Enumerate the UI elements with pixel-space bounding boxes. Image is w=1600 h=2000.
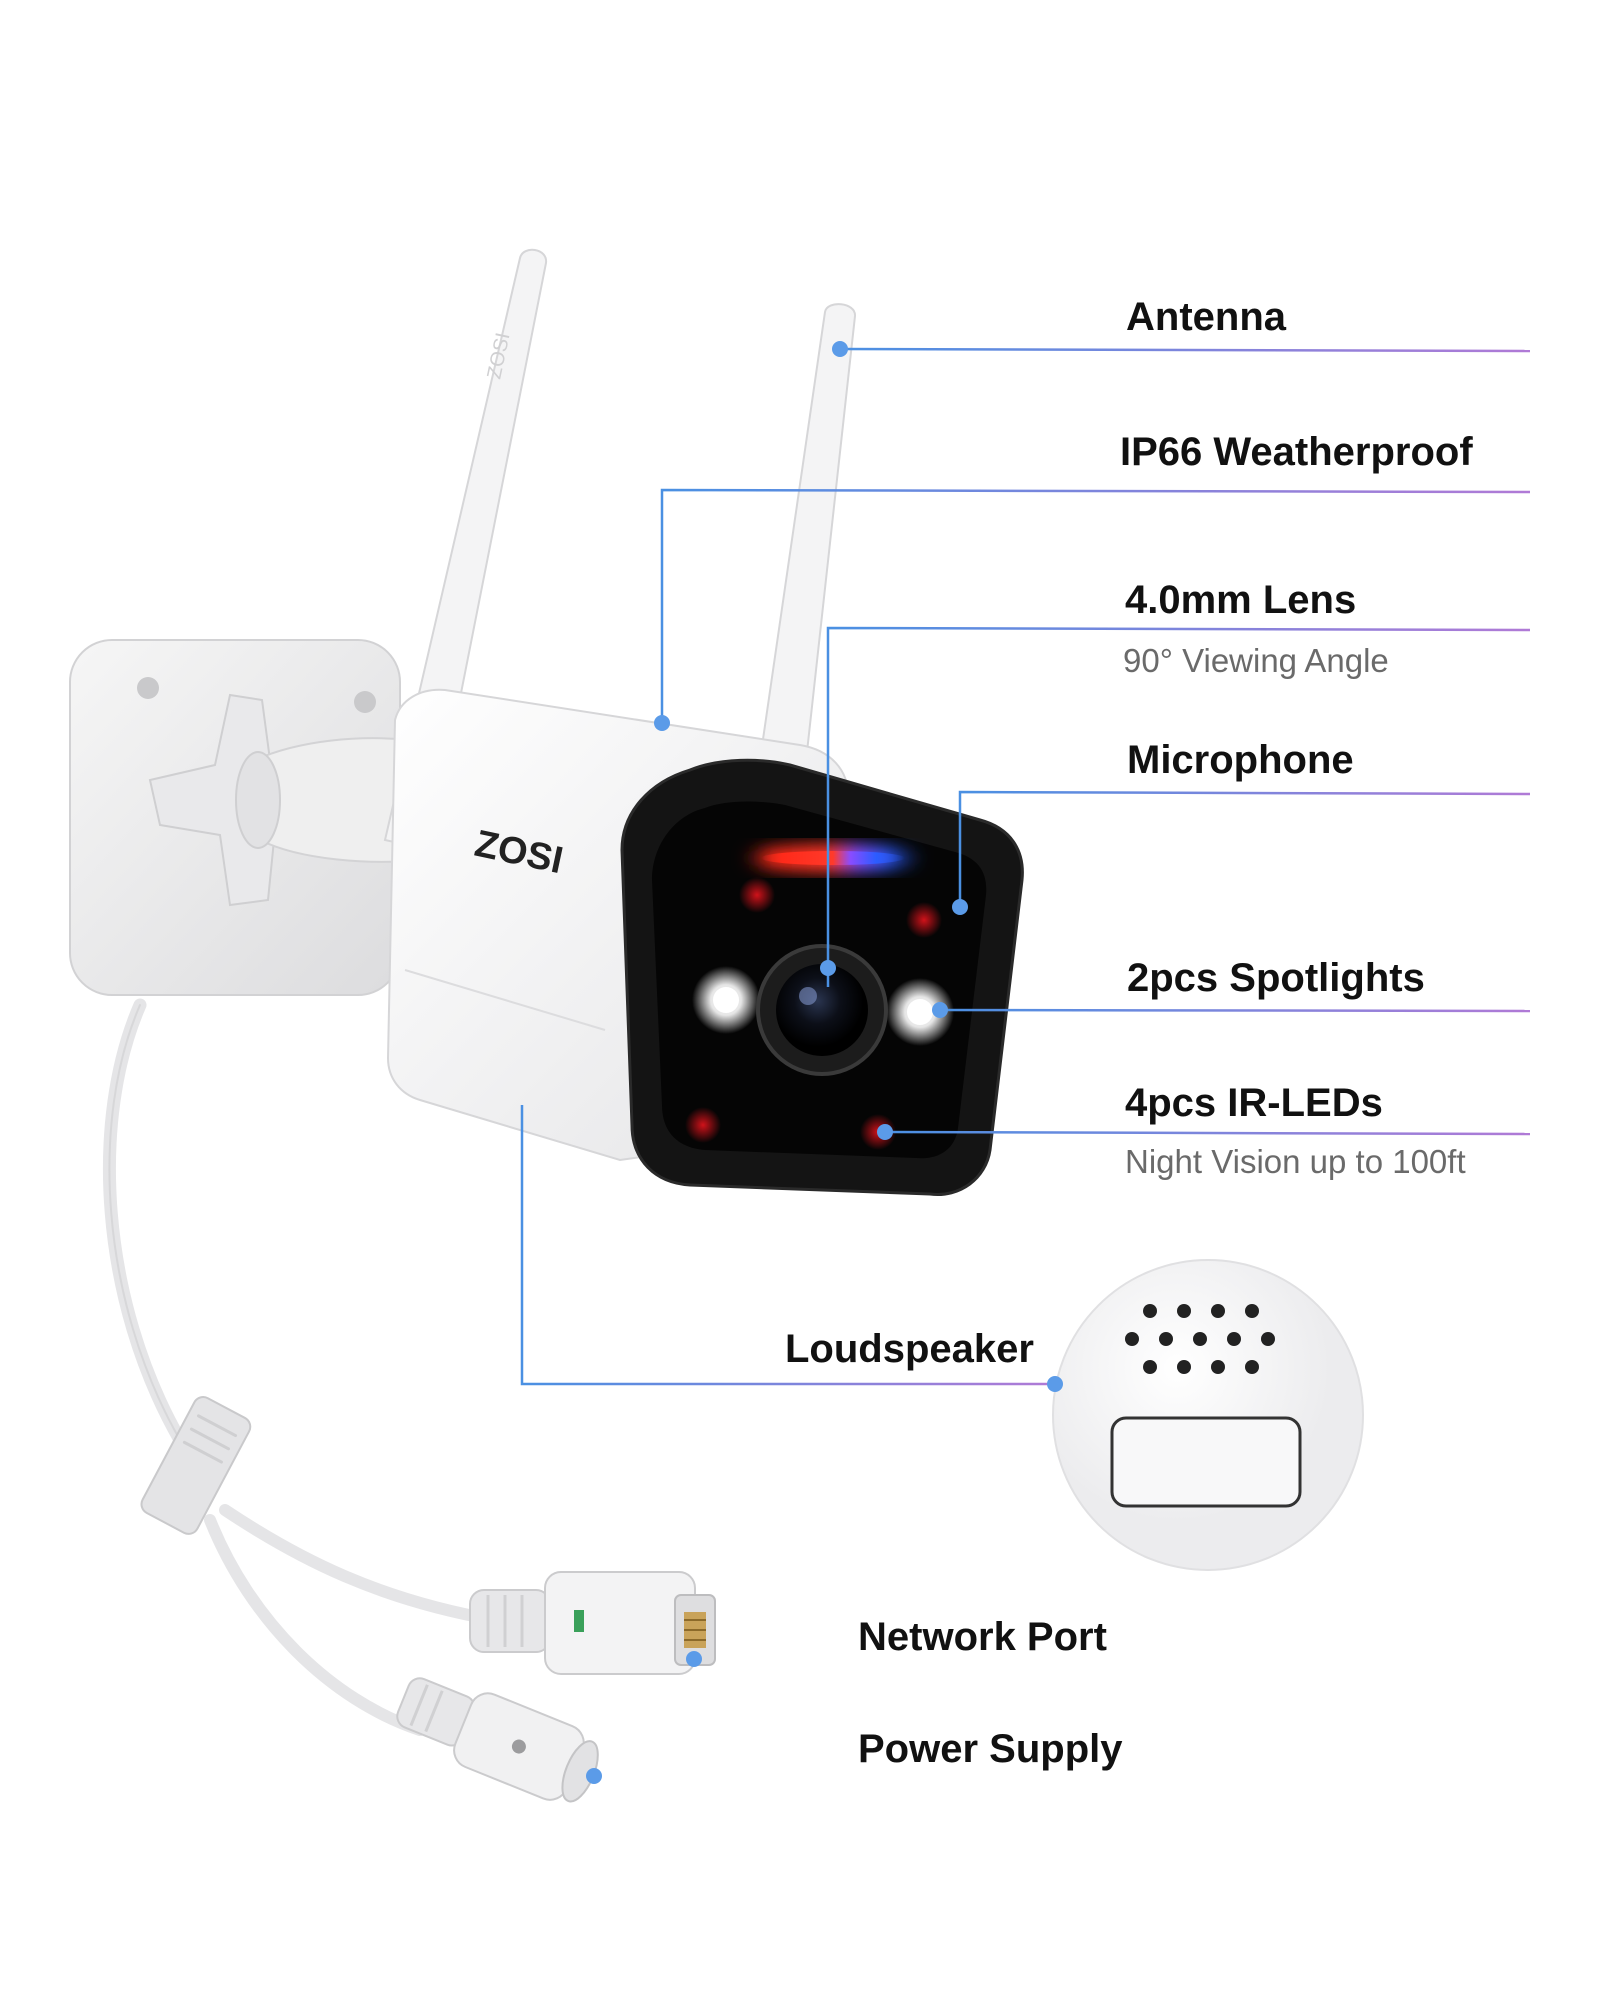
leader-lens bbox=[826, 626, 1531, 987]
leader-ir-leds bbox=[884, 1130, 1531, 1136]
network-port-connector bbox=[469, 1571, 716, 1675]
ir-led-bottom-left bbox=[685, 1107, 721, 1143]
wall-mount bbox=[69, 639, 422, 996]
callout-power-supply-title: Power Supply bbox=[858, 1727, 1123, 1771]
dot-loudspeaker bbox=[1047, 1376, 1063, 1392]
camera-cable bbox=[102, 998, 501, 1736]
callout-lens-title: 4.0mm Lens bbox=[1125, 578, 1357, 622]
callout-network-port-title: Network Port bbox=[858, 1615, 1107, 1659]
ir-led-top-left bbox=[739, 877, 775, 913]
leader-weatherproof bbox=[660, 488, 1531, 723]
callout-microphone-title: Microphone bbox=[1127, 738, 1354, 782]
antenna-right bbox=[758, 303, 857, 772]
callout-ir-leds-title: 4pcs IR-LEDs bbox=[1125, 1081, 1383, 1125]
dot-network-port bbox=[686, 1651, 702, 1667]
dot-weatherproof bbox=[654, 715, 670, 731]
dot-power-supply bbox=[586, 1768, 602, 1784]
callout-spotlights-title: 2pcs Spotlights bbox=[1127, 956, 1425, 1000]
camera-front bbox=[620, 758, 1024, 1196]
leader-microphone bbox=[958, 790, 1531, 907]
anchor-dots bbox=[586, 341, 1063, 1784]
power-supply-connector bbox=[396, 1677, 599, 1803]
leader-loudspeaker bbox=[520, 1105, 1055, 1386]
callout-ir-leds-subtitle: Night Vision up to 100ft bbox=[1125, 1143, 1466, 1180]
dot-spotlights bbox=[932, 1002, 948, 1018]
dot-microphone bbox=[952, 899, 968, 915]
callout-weatherproof-title: IP66 Weatherproof bbox=[1120, 430, 1473, 474]
callout-lens-subtitle: 90° Viewing Angle bbox=[1123, 642, 1389, 679]
leader-spotlights bbox=[939, 1008, 1531, 1013]
callout-antenna-title: Antenna bbox=[1126, 295, 1286, 339]
dot-lens bbox=[820, 960, 836, 976]
speaker-grille-icon bbox=[1125, 1304, 1275, 1374]
callout-loudspeaker-title: Loudspeaker bbox=[785, 1327, 1034, 1371]
dot-antenna bbox=[832, 341, 848, 357]
dot-ir-leds bbox=[877, 1124, 893, 1140]
camera-lens bbox=[756, 944, 888, 1076]
loudspeaker-detail bbox=[1052, 1259, 1364, 1571]
leader-antenna bbox=[839, 347, 1531, 353]
ir-led-top-right bbox=[906, 902, 942, 938]
leader-lines bbox=[520, 347, 1531, 1778]
